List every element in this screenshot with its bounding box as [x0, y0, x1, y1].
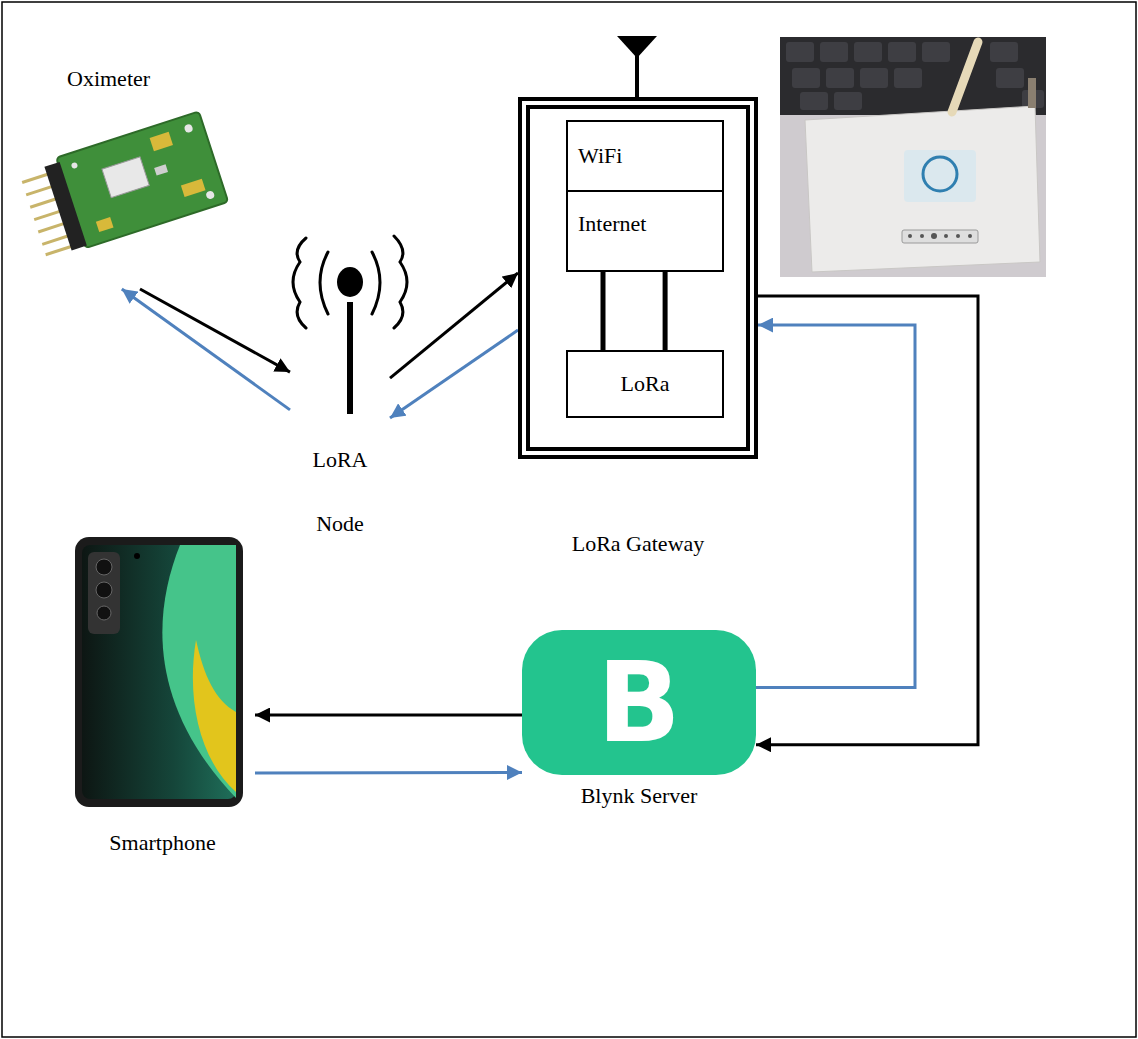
connector-arrow [140, 289, 290, 372]
antenna-mast [347, 302, 353, 414]
node-label: Internet [578, 211, 712, 237]
hole [71, 162, 79, 170]
lora-node: LoRANode [290, 232, 390, 532]
gateway-antenna-mast [635, 40, 639, 98]
module-box: LoRa [566, 350, 724, 418]
gateway-box: LoRa GatewayWiFiInternetLoRa [518, 97, 758, 459]
phone-node: Smartphone [70, 535, 255, 860]
pin-header [44, 162, 86, 251]
front-camera [134, 553, 140, 559]
screen-wave [193, 640, 236, 792]
leds [908, 233, 972, 239]
wave [293, 238, 306, 328]
connector-arrow [255, 714, 522, 717]
hole [205, 190, 215, 200]
node-label: Node [290, 511, 390, 537]
sensor-chip [102, 157, 149, 198]
antenna-dot [337, 267, 363, 297]
node-label: WiFi [578, 143, 712, 169]
component [154, 164, 168, 175]
wave [372, 252, 380, 314]
component [96, 217, 114, 232]
wave [320, 252, 328, 314]
app-logo: B [522, 630, 756, 775]
component [181, 179, 206, 197]
module-box: Internet [566, 192, 724, 272]
component [150, 132, 173, 151]
keys [786, 42, 1044, 110]
gateway-photo [780, 37, 1046, 277]
node-label: LoRa [621, 371, 670, 397]
sensor-node: Oximeter [64, 66, 234, 289]
camera-lens [97, 606, 111, 620]
camera-lens [96, 582, 112, 598]
connector-arrow [122, 289, 290, 410]
logo-plate [904, 150, 976, 202]
oximeter-board [18, 111, 228, 260]
led-strip [902, 230, 978, 243]
gateway-case [805, 106, 1040, 272]
connector-arrow [756, 325, 915, 687]
hole [184, 123, 194, 133]
node-label: Smartphone [70, 830, 255, 856]
screen-wave [162, 545, 236, 798]
keyboard [780, 37, 1046, 115]
connector-arrow [756, 296, 978, 745]
logo [923, 157, 957, 191]
connector-arrow [390, 330, 518, 418]
connector-arrow [255, 771, 522, 774]
camera-lens [96, 559, 112, 575]
pcb [56, 111, 228, 248]
node-label: Blynk Server [522, 783, 756, 809]
server-node: B Blynk Server [522, 630, 756, 815]
phone-screen [82, 545, 236, 799]
connector-arrow [601, 272, 606, 350]
node-label: Oximeter [64, 66, 234, 92]
wave [394, 236, 407, 328]
node-label: LoRA [290, 447, 390, 473]
module-box: WiFi [566, 120, 724, 192]
camera-module [88, 552, 120, 634]
photo-antenna [952, 42, 978, 112]
connector-arrow [390, 273, 518, 378]
smartphone-picture [75, 537, 243, 807]
logo-letter: B [597, 648, 681, 758]
phone-body [75, 537, 243, 807]
photo-ground [780, 37, 1046, 277]
node-label: LoRa Gateway [490, 531, 786, 557]
connector-arrow [663, 272, 668, 350]
photo-antenna-base [1028, 78, 1036, 108]
